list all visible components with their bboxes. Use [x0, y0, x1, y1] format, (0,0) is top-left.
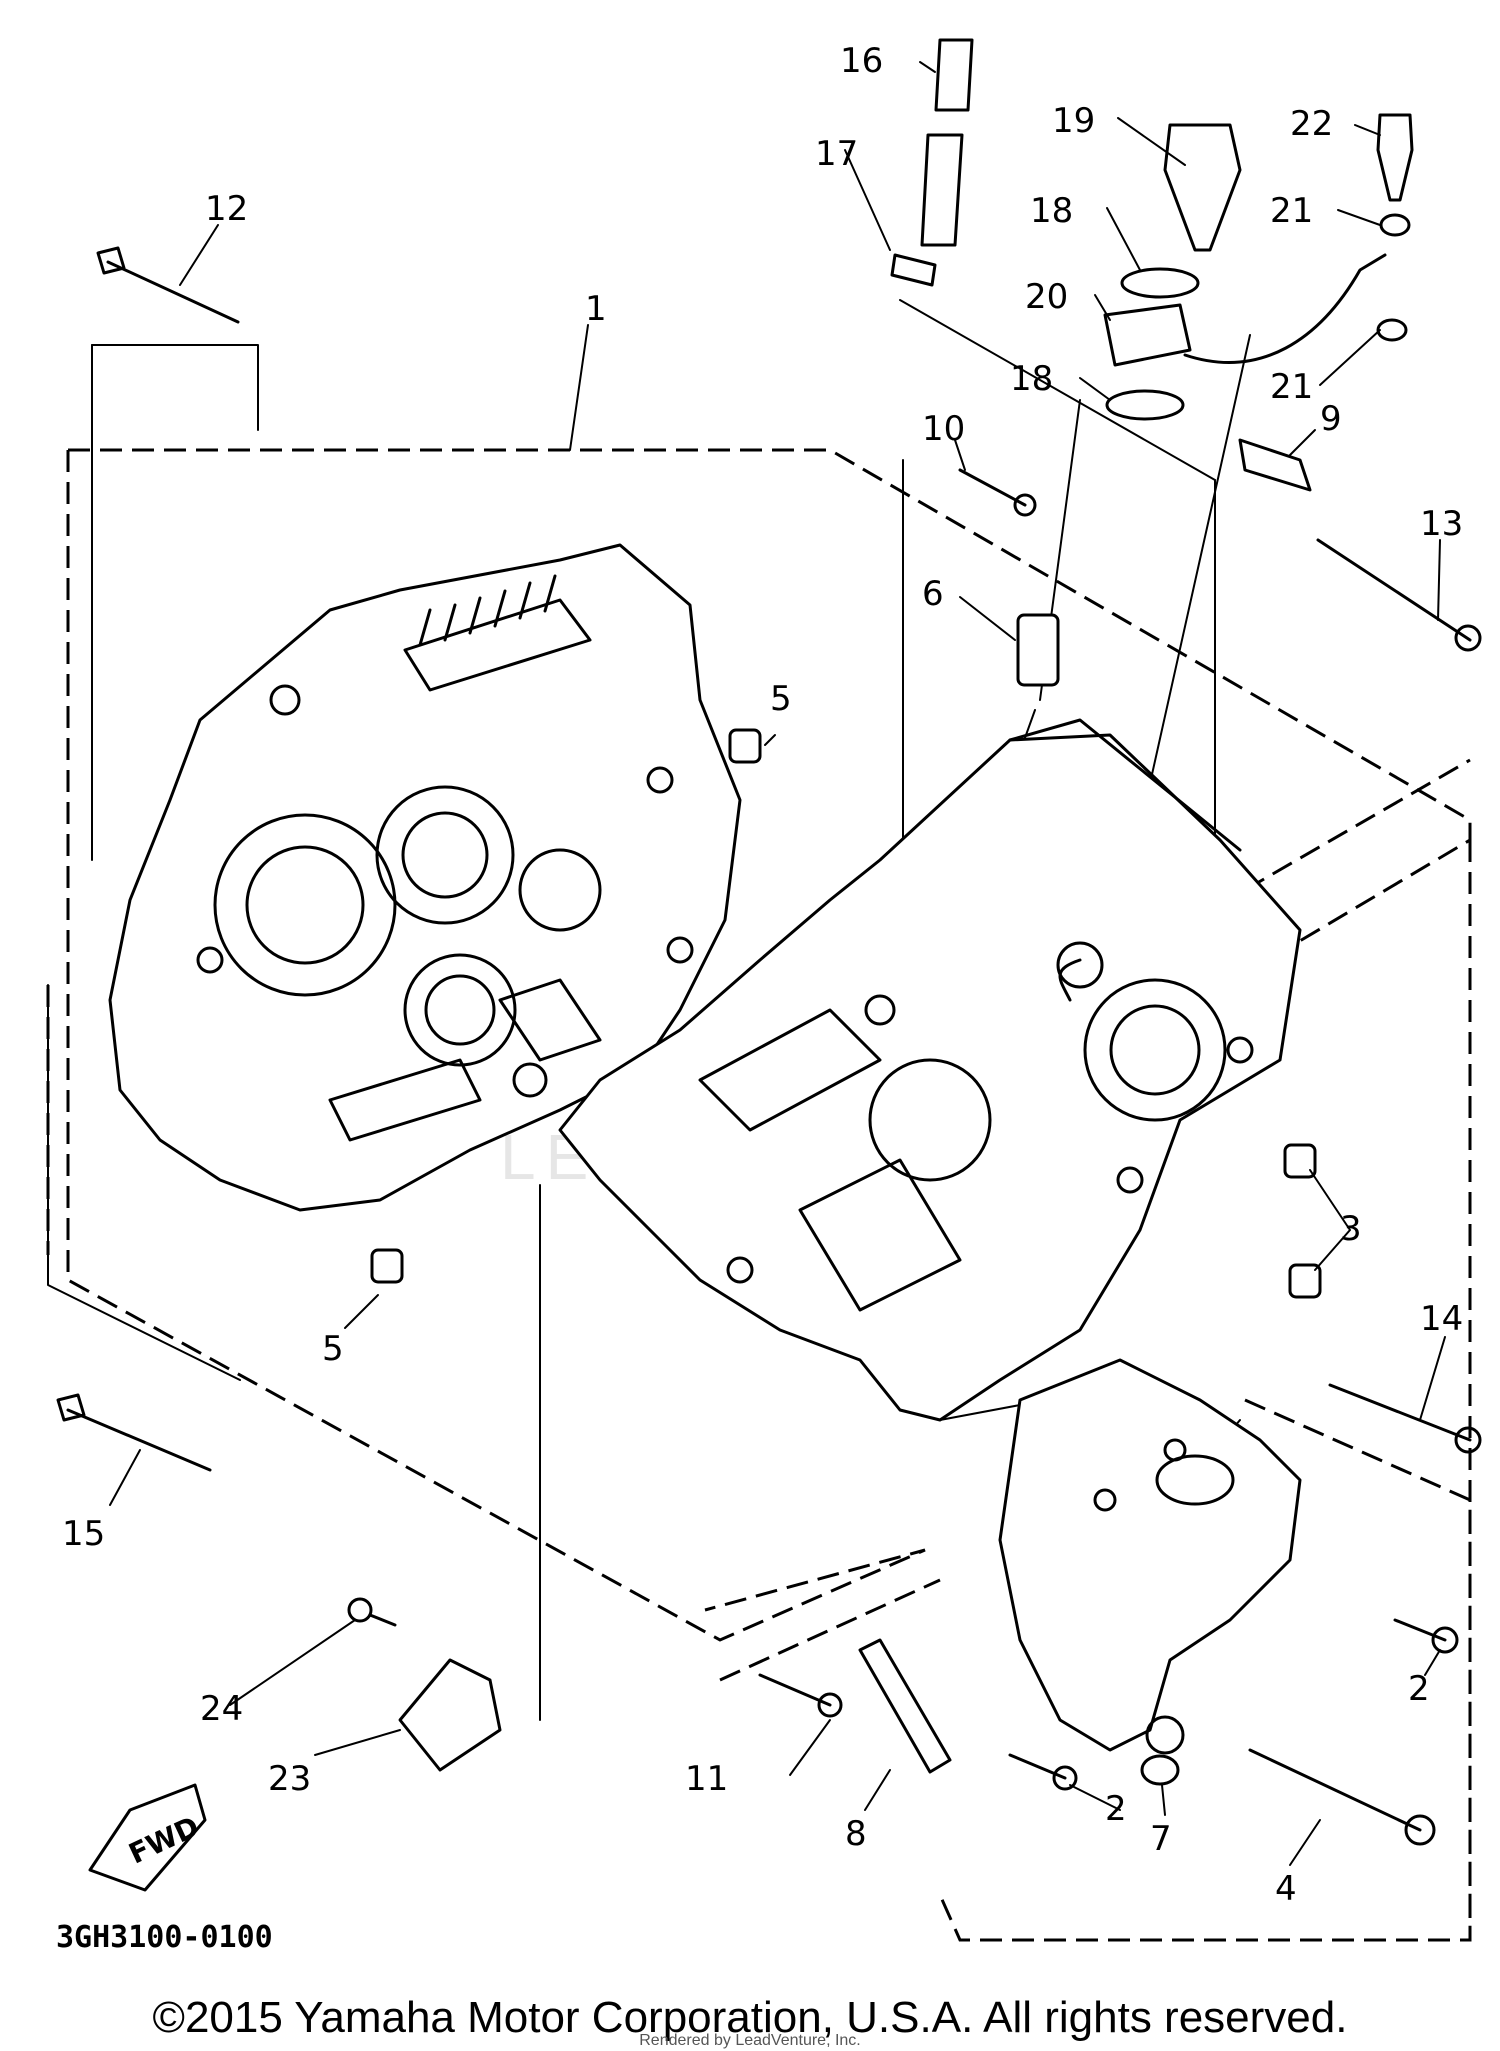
right-crankcase	[558, 718, 1302, 1422]
part-code: 3GH3100-0100	[56, 1920, 273, 1955]
copyright-text: ©2015 Yamaha Motor Corporation, U.S.A. A…	[152, 1993, 1348, 2042]
callout-17: 17	[815, 134, 858, 174]
callout-2: 2	[1408, 1669, 1430, 1709]
callout-8: 8	[845, 1814, 867, 1854]
callout-11: 11	[685, 1759, 728, 1799]
left-crankcase	[108, 543, 742, 1212]
callout-9: 9	[1320, 399, 1342, 439]
callout-18: 18	[1010, 359, 1053, 399]
callout-4: 4	[1275, 1869, 1297, 1909]
callout-14: 14	[1420, 1299, 1463, 1339]
hardware-parts	[56, 38, 1482, 1892]
callout-19: 19	[1052, 101, 1095, 141]
callout-23: 23	[268, 1759, 311, 1799]
callout-10: 10	[922, 409, 965, 449]
callout-5: 5	[322, 1329, 344, 1369]
callout-21: 21	[1270, 367, 1313, 407]
callout-22: 22	[1290, 104, 1333, 144]
callout-2: 2	[1105, 1789, 1127, 1829]
callout-numbers: 1 2 2 3 4 5 5 6 7 8 9 10 11 12 13 14 15 …	[62, 41, 1463, 1909]
callout-15: 15	[62, 1514, 105, 1554]
callout-5: 5	[770, 679, 792, 719]
callout-7: 7	[1150, 1819, 1172, 1859]
callout-3: 3	[1340, 1209, 1362, 1249]
callout-13: 13	[1420, 504, 1463, 544]
callout-20: 20	[1025, 277, 1068, 317]
rendered-by-text: Rendered by LeadVenture, Inc.	[639, 2032, 861, 2049]
callout-18: 18	[1030, 191, 1073, 231]
callout-12: 12	[205, 189, 248, 229]
callout-24: 24	[200, 1689, 243, 1729]
callout-1: 1	[585, 289, 607, 329]
side-cover	[998, 1358, 1302, 1755]
callout-16: 16	[840, 41, 883, 81]
callout-6: 6	[922, 574, 944, 614]
callout-leaders	[109, 61, 1446, 1866]
callout-21: 21	[1270, 191, 1313, 231]
